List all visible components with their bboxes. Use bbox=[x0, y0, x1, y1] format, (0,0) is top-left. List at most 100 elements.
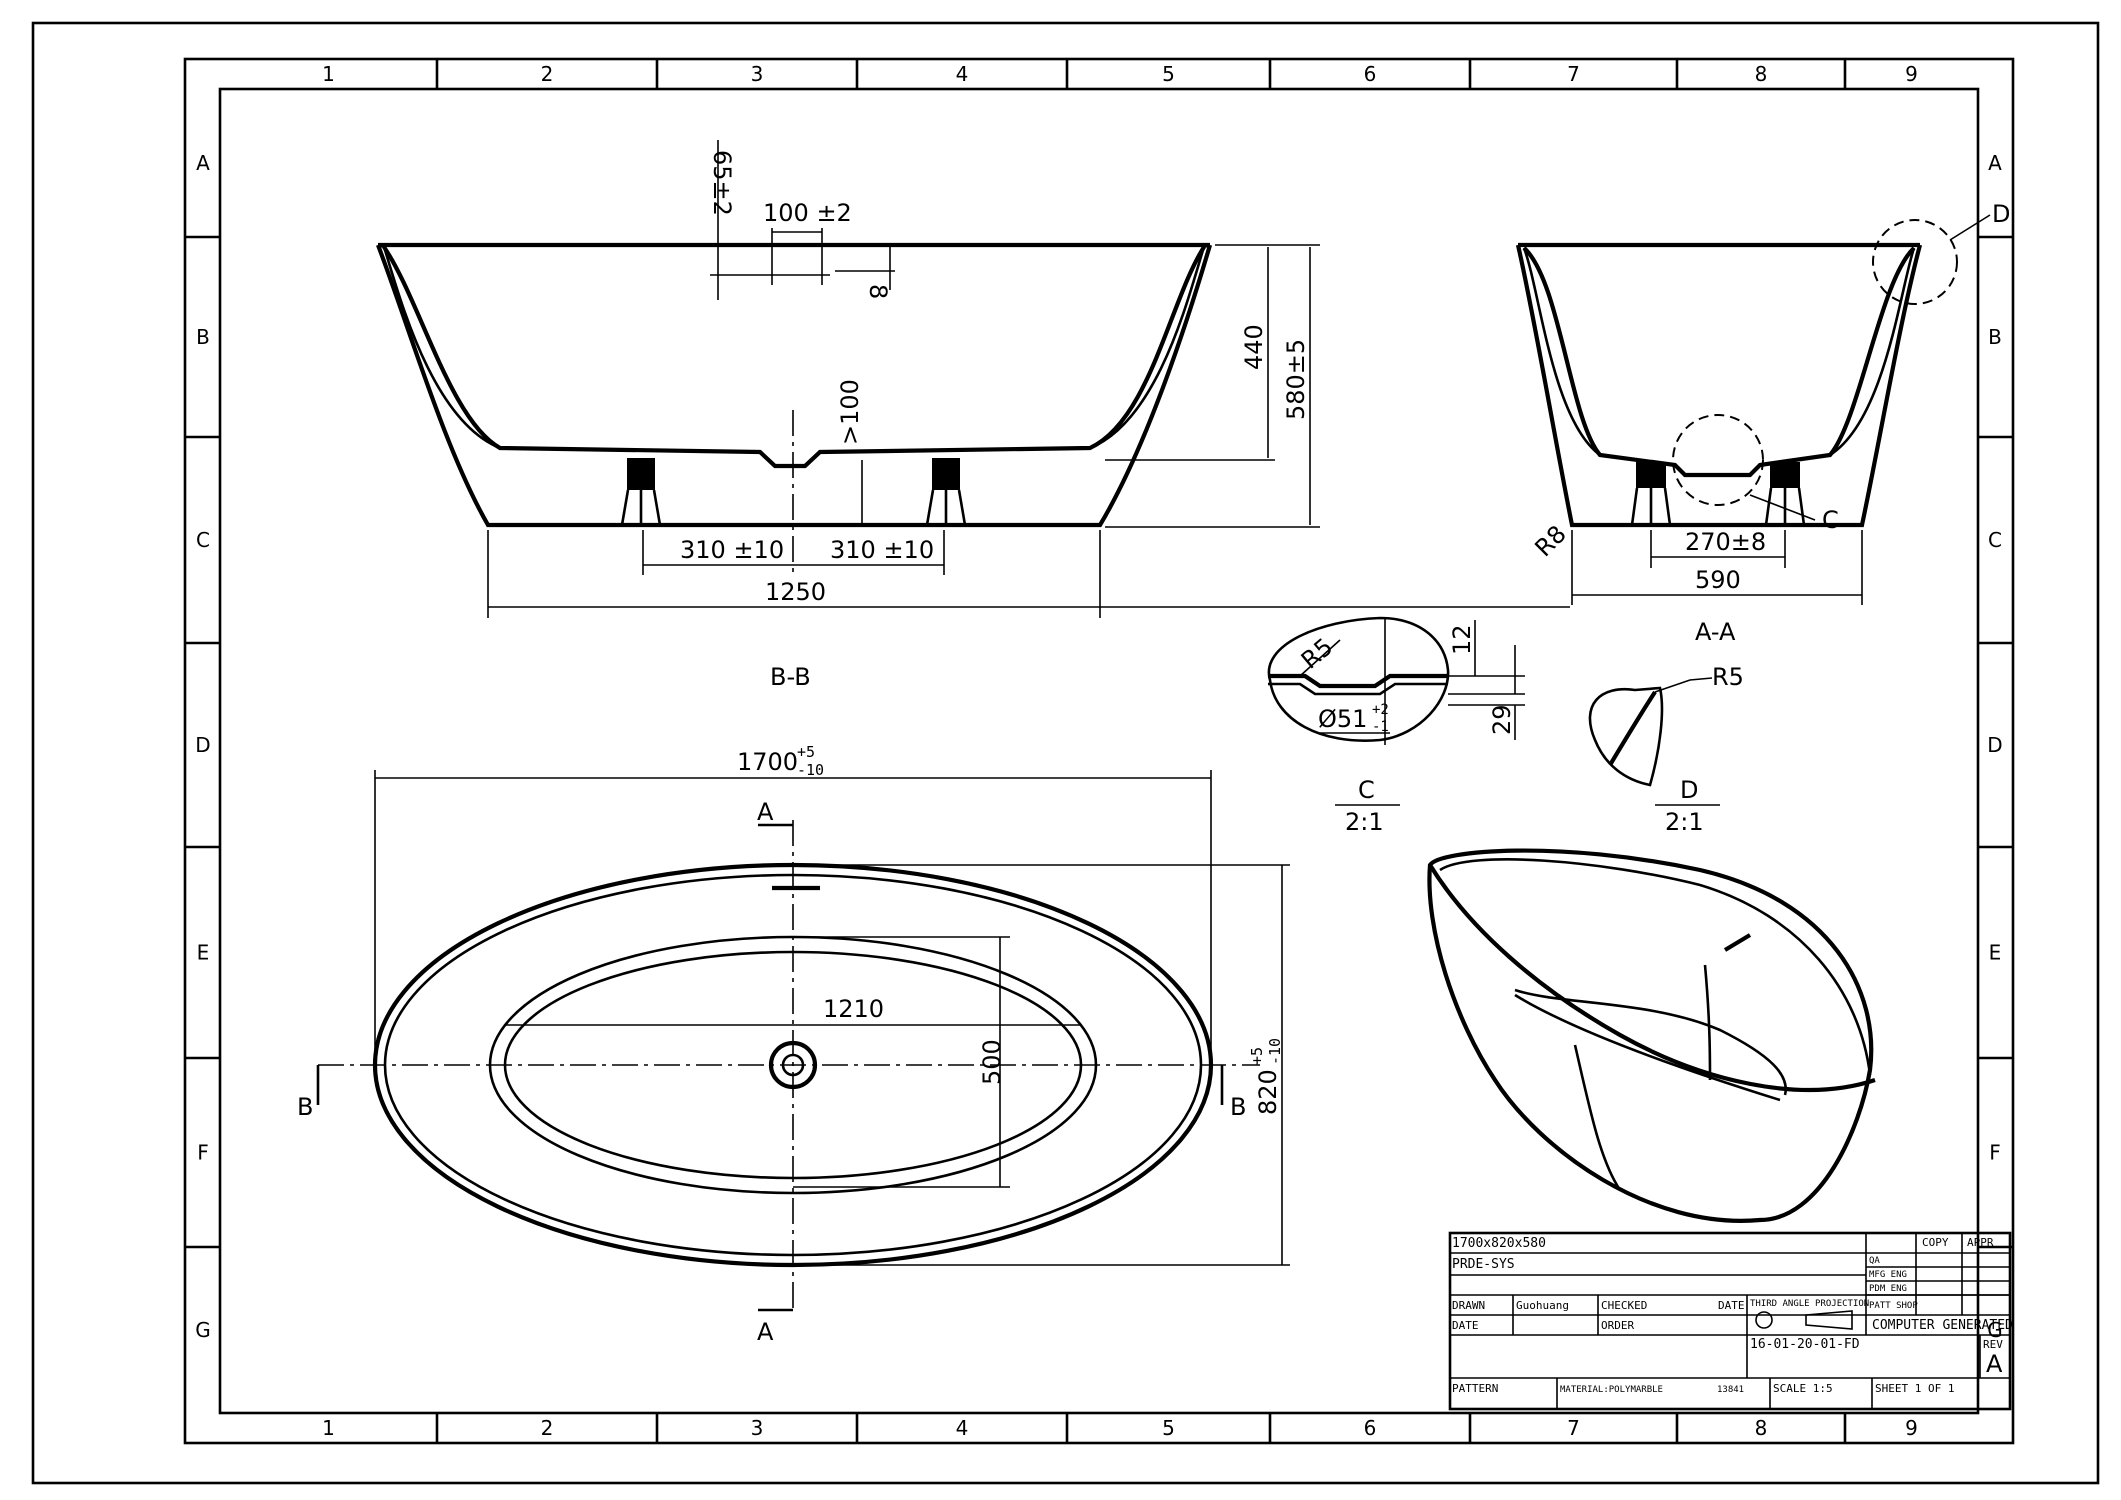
tb-material: MATERIAL:POLYMARBLE bbox=[1560, 1385, 1663, 1395]
grid-column-label: 6 bbox=[1364, 1416, 1377, 1440]
plan-inner-length: 1210 bbox=[823, 995, 884, 1023]
tb-scale: SCALE 1:5 bbox=[1773, 1382, 1833, 1395]
tb-drawn-label: DRAWN bbox=[1452, 1299, 1485, 1312]
grid-column-label: 8 bbox=[1755, 62, 1768, 86]
aa-detail-c-leader bbox=[1749, 494, 1816, 521]
plan-length-tol-lower: -10 bbox=[797, 761, 824, 779]
detail-view-c: 12 29 R5 Ø51 +2 -1 C 2:1 bbox=[1267, 616, 1525, 836]
grid-row-label: C bbox=[196, 528, 210, 552]
detail-c-boundary bbox=[1267, 616, 1450, 742]
aa-foot-span: 270±8 bbox=[1685, 528, 1766, 556]
aa-callout-d: D bbox=[1992, 200, 2010, 228]
aa-view-label: A-A bbox=[1695, 618, 1736, 646]
frame-border bbox=[183, 57, 2015, 1445]
tb-projection: THIRD ANGLE PROJECTION bbox=[1750, 1299, 1869, 1309]
grid-column-label: 5 bbox=[1162, 62, 1175, 86]
grid-column-label: 4 bbox=[956, 1416, 969, 1440]
tb-pattern-label: PATTERN bbox=[1452, 1382, 1498, 1395]
tb-rev-label: REV bbox=[1983, 1338, 2003, 1351]
tb-copy-label: COPY bbox=[1922, 1236, 1949, 1249]
grid-column-label: 5 bbox=[1162, 1416, 1175, 1440]
plan-width: 820 bbox=[1254, 1069, 1282, 1115]
bb-inner-wall-left bbox=[382, 246, 501, 450]
tb-sheet: SHEET 1 OF 1 bbox=[1875, 1382, 1954, 1395]
tb-approval-3: PATT SHOP bbox=[1869, 1301, 1918, 1311]
aa-foot-pad-right bbox=[1770, 462, 1800, 488]
iso-basin-floor-front bbox=[1514, 993, 1781, 1102]
detail-c-profile-bottom bbox=[1268, 682, 1448, 696]
aa-inner-wall-right bbox=[1829, 247, 1916, 457]
grid-column-label: 4 bbox=[956, 62, 969, 86]
detail-c-radius: R5 bbox=[1296, 633, 1338, 675]
aa-width: 590 bbox=[1695, 566, 1741, 594]
grid-column-label: 7 bbox=[1567, 1416, 1580, 1440]
tb-approval-grid bbox=[1865, 1233, 2010, 1335]
iso-basin-floor bbox=[1514, 988, 1788, 1096]
aa-detail-d-leader bbox=[1949, 214, 1991, 241]
iso-outer-shell bbox=[1427, 848, 1874, 1223]
grid-column-label: 1 bbox=[322, 1416, 335, 1440]
bb-foot-pad-left bbox=[627, 458, 655, 490]
detail-d-radius: R5 bbox=[1712, 663, 1744, 691]
aa-inner-wall-left bbox=[1522, 247, 1601, 457]
aa-callout-c: C bbox=[1822, 506, 1839, 534]
detail-c-h12: 12 bbox=[1448, 624, 1476, 655]
plan-view: A A B B 1700 +5 -10 820 +5 -10 1210 500 bbox=[297, 743, 1290, 1346]
bb-foot-pad-right bbox=[932, 458, 960, 490]
tb-order-label: ORDER bbox=[1601, 1319, 1634, 1332]
iso-rim-back bbox=[1439, 858, 1872, 1076]
section-view-bb: 65±2 100 ±2 8 440 580±5 >100 310 ±10 310… bbox=[376, 140, 1570, 691]
bb-foot-right bbox=[925, 489, 967, 526]
grid-column-label: 2 bbox=[541, 1416, 554, 1440]
grid-column-label: 9 bbox=[1905, 62, 1918, 86]
aa-detail-d-circle bbox=[1872, 219, 1958, 305]
detail-d-boundary bbox=[1588, 686, 1664, 787]
iso-inner-seam bbox=[1703, 964, 1712, 1081]
aa-foot-right bbox=[1764, 487, 1806, 526]
grid-column-label: 3 bbox=[751, 1416, 764, 1440]
detail-d-scale: 2:1 bbox=[1665, 808, 1704, 836]
aa-foot-pad-left bbox=[1636, 462, 1666, 488]
tb-date-label-2: DATE bbox=[1452, 1319, 1479, 1332]
plan-mark-b-right: B bbox=[1230, 1093, 1246, 1121]
bb-outer-shell bbox=[376, 244, 1213, 528]
grid-row-label: F bbox=[1989, 1141, 2001, 1165]
tb-projection-symbol bbox=[1755, 1311, 1773, 1329]
plan-length: 1700 bbox=[737, 748, 798, 776]
detail-d-leader bbox=[1654, 677, 1713, 693]
detail-d-label: D bbox=[1680, 776, 1698, 804]
grid-column-label: 9 bbox=[1905, 1416, 1918, 1440]
tb-approval-1: MFG ENG bbox=[1869, 1270, 1907, 1280]
grid-column-label: 2 bbox=[541, 62, 554, 86]
plan-mark-a-bottom: A bbox=[757, 1318, 774, 1346]
iso-rim-front bbox=[1428, 863, 1876, 1092]
detail-c-tol-lower: -1 bbox=[1372, 719, 1389, 735]
dim-foot-left: 310 ±10 bbox=[680, 536, 784, 564]
bb-lip-left bbox=[377, 243, 385, 249]
grid-column-label: 8 bbox=[1755, 1416, 1768, 1440]
grid-column-label: 6 bbox=[1364, 62, 1377, 86]
aa-foot-left bbox=[1630, 487, 1672, 526]
tb-approval-2: PDM ENG bbox=[1869, 1284, 1907, 1294]
detail-c-profile-top bbox=[1268, 673, 1448, 689]
detail-c-label: C bbox=[1358, 776, 1375, 804]
dim-foot-right: 310 ±10 bbox=[830, 536, 934, 564]
tb-description: 1700x820x580 bbox=[1452, 1236, 1546, 1251]
grid-column-label: 1 bbox=[322, 62, 335, 86]
plan-mark-b-left: B bbox=[297, 1093, 313, 1121]
dim-total-height: 580±5 bbox=[1282, 339, 1310, 420]
dim-overflow-height: 8 bbox=[864, 284, 892, 299]
bb-inner-shell bbox=[382, 245, 1206, 469]
dim-base-length: 1250 bbox=[765, 578, 826, 606]
tb-rows bbox=[1450, 1252, 2010, 1379]
aa-outer-shell bbox=[1515, 244, 1923, 528]
detail-c-r-leader bbox=[1299, 639, 1341, 677]
bb-lip-right bbox=[1203, 243, 1211, 249]
detail-view-d: R5 D 2:1 bbox=[1588, 663, 1744, 836]
grid-row-label: C bbox=[1988, 528, 2002, 552]
bb-view-label: B-B bbox=[770, 663, 811, 691]
detail-c-tol-upper: +2 bbox=[1372, 702, 1389, 718]
dim-inner-depth: 440 bbox=[1240, 324, 1268, 370]
